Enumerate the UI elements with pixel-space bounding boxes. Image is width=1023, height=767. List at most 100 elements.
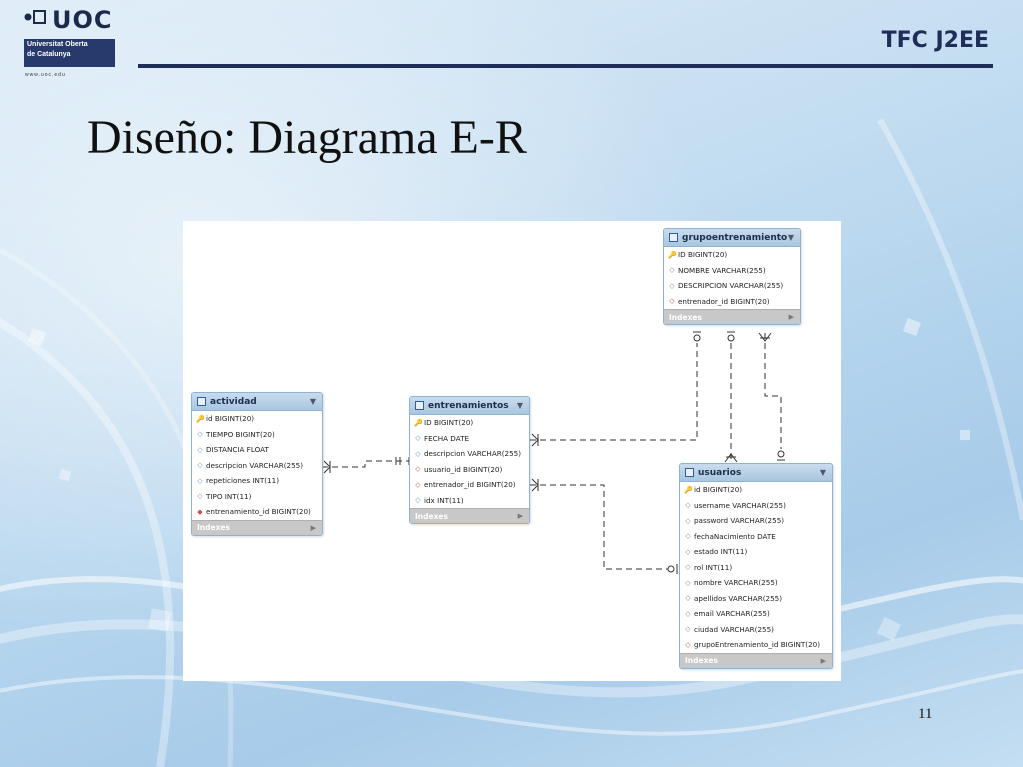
indexes-label: Indexes bbox=[197, 523, 230, 532]
table-header[interactable]: actividad ▼ bbox=[192, 393, 322, 411]
column-row: ◇TIEMPO BIGINT(20) bbox=[192, 427, 322, 443]
column-text: password VARCHAR(255) bbox=[694, 516, 785, 526]
column-text: id BIGINT(20) bbox=[694, 485, 743, 495]
page-number: 11 bbox=[918, 706, 933, 722]
indexes-label: Indexes bbox=[669, 312, 702, 322]
relationship-entrenamientos-grupo bbox=[530, 331, 701, 447]
column-text: ID BIGINT(20) bbox=[424, 418, 474, 428]
logo-box-line1: Universitat Oberta bbox=[27, 41, 88, 48]
column-text: ID BIGINT(20) bbox=[678, 250, 728, 260]
column-text: nombre VARCHAR(255) bbox=[694, 578, 778, 588]
header-divider bbox=[138, 64, 993, 68]
column-text: entrenamiento_id BIGINT(20) bbox=[206, 507, 311, 517]
column-row: ◇idx INT(11) bbox=[410, 493, 529, 509]
logo-box-line2: de Catalunya bbox=[27, 51, 71, 58]
indexes-bar[interactable]: Indexes ▶ bbox=[664, 309, 800, 324]
column-text: rol INT(11) bbox=[694, 562, 733, 572]
logo-text: UOC bbox=[52, 6, 113, 34]
indexes-bar[interactable]: Indexes▶ bbox=[410, 508, 529, 523]
uoc-logo-mark-icon bbox=[24, 10, 46, 24]
column-text: fechaNacimiento DATE bbox=[694, 531, 776, 541]
column-row: ◇NOMBRE VARCHAR(255) bbox=[664, 263, 800, 279]
foreign-key-diamond-icon: ◇ bbox=[685, 640, 691, 649]
table-header[interactable]: grupoentrenamiento ▼ bbox=[664, 229, 800, 247]
attribute-diamond-icon: ◇ bbox=[197, 492, 203, 501]
column-row: ◇entrenador_id BIGINT(20) bbox=[664, 294, 800, 310]
table-name: grupoentrenamiento bbox=[682, 232, 788, 243]
column-row: ◇ciudad VARCHAR(255) bbox=[680, 622, 832, 638]
column-row: ◇estado INT(11) bbox=[680, 544, 832, 560]
column-row: ◇rol INT(11) bbox=[680, 560, 832, 576]
column-text: email VARCHAR(255) bbox=[694, 609, 770, 619]
table-actividad[interactable]: actividad ▼ 🔑id BIGINT(20) ◇TIEMPO BIGIN… bbox=[191, 392, 323, 536]
indexes-bar[interactable]: Indexes ▶ bbox=[680, 652, 832, 668]
key-icon: 🔑 bbox=[668, 250, 677, 259]
table-usuarios[interactable]: usuarios ▼ 🔑id BIGINT(20) ◇username VARC… bbox=[679, 463, 833, 669]
column-row: 🔑ID BIGINT(20) bbox=[664, 247, 800, 263]
relationship-grupo-usuarios-a bbox=[724, 331, 738, 463]
column-text: apellidos VARCHAR(255) bbox=[694, 593, 783, 603]
attribute-diamond-icon: ◇ bbox=[197, 445, 203, 454]
key-icon: 🔑 bbox=[684, 485, 693, 494]
attribute-diamond-icon: ◇ bbox=[685, 609, 691, 618]
attribute-diamond-icon: ◇ bbox=[685, 625, 691, 634]
course-title: TFC J2EE bbox=[881, 28, 989, 53]
column-text: DISTANCIA FLOAT bbox=[206, 445, 269, 455]
column-text: ciudad VARCHAR(255) bbox=[694, 624, 774, 634]
column-text: repeticiones INT(11) bbox=[206, 476, 280, 486]
column-text: descripcion VARCHAR(255) bbox=[424, 449, 522, 459]
table-grupoentrenamiento[interactable]: grupoentrenamiento ▼ 🔑ID BIGINT(20) ◇NOM… bbox=[663, 228, 801, 325]
key-icon: 🔑 bbox=[414, 418, 423, 427]
column-text: FECHA DATE bbox=[424, 433, 469, 443]
column-text: username VARCHAR(255) bbox=[694, 500, 786, 510]
slide-title: Diseño: Diagrama E-R bbox=[87, 111, 527, 164]
column-row: ◇descripcion VARCHAR(255) bbox=[410, 446, 529, 462]
table-icon bbox=[685, 468, 694, 477]
column-text: idx INT(11) bbox=[424, 495, 464, 505]
collapse-arrow-icon[interactable]: ▼ bbox=[309, 397, 316, 406]
attribute-diamond-icon: ◇ bbox=[197, 461, 203, 470]
table-icon bbox=[197, 397, 206, 406]
column-row: 🔑id BIGINT(20) bbox=[192, 411, 322, 427]
column-text: descripcion VARCHAR(255) bbox=[206, 460, 304, 470]
table-header[interactable]: entrenamientos ▼ bbox=[410, 397, 529, 415]
attribute-diamond-icon: ◇ bbox=[685, 516, 691, 525]
table-icon bbox=[415, 401, 424, 410]
column-text: TIEMPO BIGINT(20) bbox=[206, 429, 275, 439]
column-row: ◇repeticiones INT(11) bbox=[192, 473, 322, 489]
column-text: grupoEntrenamiento_id BIGINT(20) bbox=[694, 640, 821, 650]
column-row: ◇entrenador_id BIGINT(20) bbox=[410, 477, 529, 493]
column-row: ◇email VARCHAR(255) bbox=[680, 606, 832, 622]
expand-arrow-icon: ▶ bbox=[820, 656, 826, 665]
table-header[interactable]: usuarios ▼ bbox=[680, 464, 832, 482]
column-row: ◇descripcion VARCHAR(255) bbox=[192, 458, 322, 474]
column-row: ◇nombre VARCHAR(255) bbox=[680, 575, 832, 591]
column-text: NOMBRE VARCHAR(255) bbox=[678, 265, 766, 275]
logo-url: www.uoc.edu bbox=[25, 72, 66, 78]
column-row: 🔑ID BIGINT(20) bbox=[410, 415, 529, 431]
expand-arrow-icon: ▶ bbox=[517, 512, 523, 520]
column-row: ◇fechaNacimiento DATE bbox=[680, 529, 832, 545]
column-row: ◇FECHA DATE bbox=[410, 431, 529, 447]
attribute-diamond-icon: ◇ bbox=[685, 532, 691, 541]
relationship-grupo-usuarios-b bbox=[758, 332, 785, 461]
table-name: usuarios bbox=[698, 467, 742, 478]
column-text: entrenador_id BIGINT(20) bbox=[424, 480, 516, 490]
collapse-arrow-icon[interactable]: ▼ bbox=[787, 233, 794, 242]
collapse-arrow-icon[interactable]: ▼ bbox=[819, 468, 826, 477]
expand-arrow-icon: ▶ bbox=[310, 523, 316, 532]
foreign-key-diamond-icon: ◆ bbox=[197, 507, 203, 516]
indexes-label: Indexes bbox=[685, 656, 718, 665]
collapse-arrow-icon[interactable]: ▼ bbox=[516, 401, 523, 410]
column-row: ◇DISTANCIA FLOAT bbox=[192, 442, 322, 458]
attribute-diamond-icon: ◇ bbox=[685, 594, 691, 603]
attribute-diamond-icon: ◇ bbox=[197, 476, 203, 485]
key-icon: 🔑 bbox=[196, 414, 205, 423]
expand-arrow-icon: ▶ bbox=[788, 313, 794, 321]
attribute-diamond-icon: ◇ bbox=[669, 266, 675, 275]
column-row: ◇TIPO INT(11) bbox=[192, 489, 322, 505]
table-entrenamientos[interactable]: entrenamientos ▼ 🔑ID BIGINT(20) ◇FECHA D… bbox=[409, 396, 530, 524]
indexes-bar[interactable]: Indexes ▶ bbox=[192, 519, 322, 535]
attribute-diamond-icon: ◇ bbox=[415, 496, 421, 505]
column-row: ◇usuario_id BIGINT(20) bbox=[410, 462, 529, 478]
